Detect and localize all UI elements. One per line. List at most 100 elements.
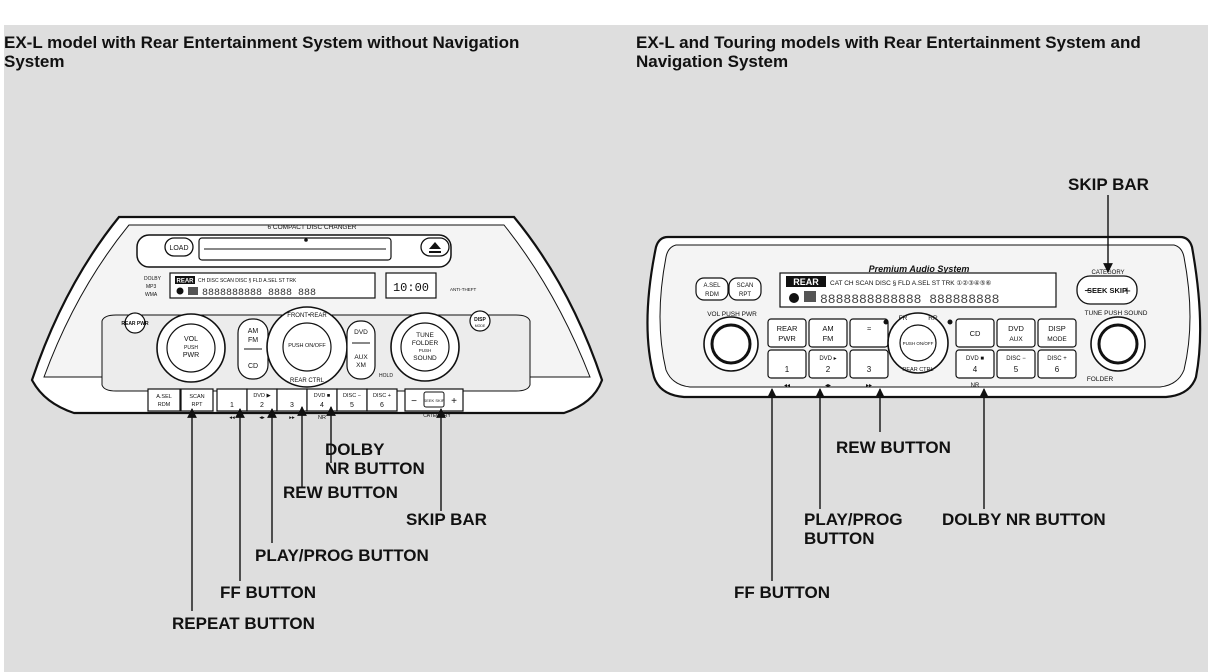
left-callout-lines [187,406,446,611]
right-preset-2-function: DVD ▸ [819,356,836,362]
right-preset-buttons-left: 1◂◂ DVD ▸ 2 ◂▸ 3▸▸ [767,349,889,389]
svg-text:RPT: RPT [739,292,751,298]
preset-button-6[interactable]: DISC + 6 [366,388,398,412]
right-rear-indicator: REAR [793,277,819,287]
svg-text:RR: RR [928,315,938,322]
right-preset-button-1[interactable]: 1◂◂ [767,349,807,389]
svg-text:WMA: WMA [145,292,158,298]
svg-text:PUSH ON/OFF: PUSH ON/OFF [288,343,326,349]
right-top-button-3[interactable]: ≈ [849,318,889,348]
left-callout-labels: DOLBY NR BUTTON REW BUTTON SKIP BAR PLAY… [172,440,487,633]
preset-button-2[interactable]: DVD ▶2◂▸ [246,388,278,421]
callout-rew: REW BUTTON [283,483,398,502]
callout-dolby-line1: DOLBY [325,440,385,459]
hold-label: HOLD [379,373,393,379]
preset-4-number: 4 [320,402,324,409]
svg-text:FM: FM [248,337,258,344]
svg-text:AM: AM [248,328,259,335]
right-asel-rdm-button[interactable]: A.SEL RDM [695,277,729,301]
svg-text:−: − [411,396,417,407]
svg-text:PWR: PWR [183,352,199,359]
right-preset-1-number: 1 [785,365,790,374]
preset-4-function: DVD ■ [314,393,330,399]
svg-text:SCAN: SCAN [189,394,204,400]
svg-text:+: + [451,396,457,407]
right-preset-3-number: 3 [867,365,872,374]
asel-rdm-button[interactable]: A.SEL RDM [147,388,181,412]
right-segment-readout: 8888888888888 888888888 [820,292,999,307]
rear-indicator: REAR [176,279,194,285]
left-skip-bar[interactable]: − SEEK SKIP + [404,388,464,412]
clock-display: 10:00 [385,272,437,299]
right-tune-knob[interactable] [1090,316,1146,372]
svg-text:+: + [1123,283,1131,298]
right-heading: EX-L and Touring models with Rear Entert… [636,33,1141,71]
am-fm-cd-button[interactable]: AM FM CD [237,318,269,380]
callout-repeat: REPEAT BUTTON [172,614,315,633]
preset-6-number: 6 [380,402,384,409]
display-indicators: CH DISC SCAN DISC § FLD A.SEL ST TRK [198,278,297,284]
svg-text:REAR PWR: REAR PWR [121,321,149,327]
right-preset-button-5[interactable]: DISC − 5 [996,349,1036,379]
right-preset-4-sub-label: NR [971,383,980,389]
eject-button[interactable] [420,237,450,257]
left-display: REAR CH DISC SCAN DISC § FLD A.SEL ST TR… [169,272,376,299]
callout-right-rew: REW BUTTON [836,438,951,457]
vol-knob[interactable]: VOL PUSH PWR [156,313,226,383]
svg-text:PUSH: PUSH [419,348,432,353]
right-preset-button-3[interactable]: 3▸▸ [849,349,889,389]
audio-diagram: 6 COMPACT DISC CHANGER LOAD DOLBY MP3 WM… [30,175,1202,633]
preset-button-4[interactable]: DVD ■4NR [306,388,338,421]
eject-icon [429,242,441,253]
load-button[interactable]: LOAD [164,237,194,257]
callout-right-play-prog-2: BUTTON [804,529,875,548]
right-preset-button-2[interactable]: DVD ▸ 2 ◂▸ [808,349,848,389]
callout-dolby-line2: NR BUTTON [325,459,425,478]
svg-text:SOUND: SOUND [413,355,437,362]
svg-text:PUSH: PUSH [184,345,198,351]
preset-button-3[interactable]: 3▸▸ [276,388,308,421]
center-control-ring[interactable]: FRONT•REAR PUSH ON/OFF REAR CTRL [266,306,348,388]
right-preset-5-function: DISC − [1006,356,1026,362]
preset-2-function: DVD ▶ [253,393,271,399]
preset-5-number: 5 [350,402,354,409]
rear-pwr-button[interactable]: REAR PWR [121,312,149,334]
right-preset-5-number: 5 [1014,365,1019,374]
right-preset-button-4[interactable]: DVD ■4NR [955,349,995,389]
right-scan-rpt-button[interactable]: SCAN RPT [728,277,762,301]
right-vol-knob[interactable] [703,316,759,372]
left-heading: EX-L model with Rear Entertainment Syste… [4,33,520,71]
tune-knob[interactable]: TUNE FOLDER PUSH SOUND [390,312,460,382]
preset-2-sub-label: ◂▸ [259,415,265,421]
right-preset-button-6[interactable]: DISC +6 [1037,349,1077,379]
right-top-button-1-label: REAR [777,324,798,333]
preset-button-1[interactable]: 1◂◂ [216,388,248,421]
right-preset-2-sub-label: ◂▸ [825,383,831,389]
svg-text:RDM: RDM [158,402,171,408]
dvd-aux-button[interactable]: DVD AUX XM [346,320,376,380]
right-center-control-ring[interactable]: FR RR PUSH ON/OFF REAR CTRL [883,312,953,374]
svg-text:VOL: VOL [184,336,198,343]
scan-rpt-button[interactable]: SCAN RPT [180,388,214,412]
svg-text:RPT: RPT [192,402,204,408]
format-logos: DOLBY MP3 WMA [144,276,162,298]
preset-6-function: DISC + [373,393,391,399]
svg-text:DVD: DVD [354,329,368,336]
svg-text:RDM: RDM [705,292,719,298]
disp-mode-button[interactable]: DISP MODE [469,310,491,332]
right-callout-lines [767,195,1113,581]
callout-ff: FF BUTTON [220,583,316,602]
svg-text:SEEK SKIP: SEEK SKIP [424,398,445,403]
right-seek-skip-bar[interactable]: − SEEK SKIP + [1076,275,1138,305]
right-top-button-3-label: ≈ [867,324,871,333]
preset-button-5[interactable]: DISC −5 [336,388,368,412]
right-display-indicators: CAT CH SCAN DISC § FLD A.SEL ST TRK ①②③④… [830,279,992,287]
tune-push-sound-label: TUNE PUSH SOUND [1085,310,1148,317]
right-mode-button-1[interactable]: CD [955,318,995,348]
right-preset-2-number: 2 [826,365,831,374]
callout-right-dolby: DOLBY NR BUTTON [942,510,1106,529]
